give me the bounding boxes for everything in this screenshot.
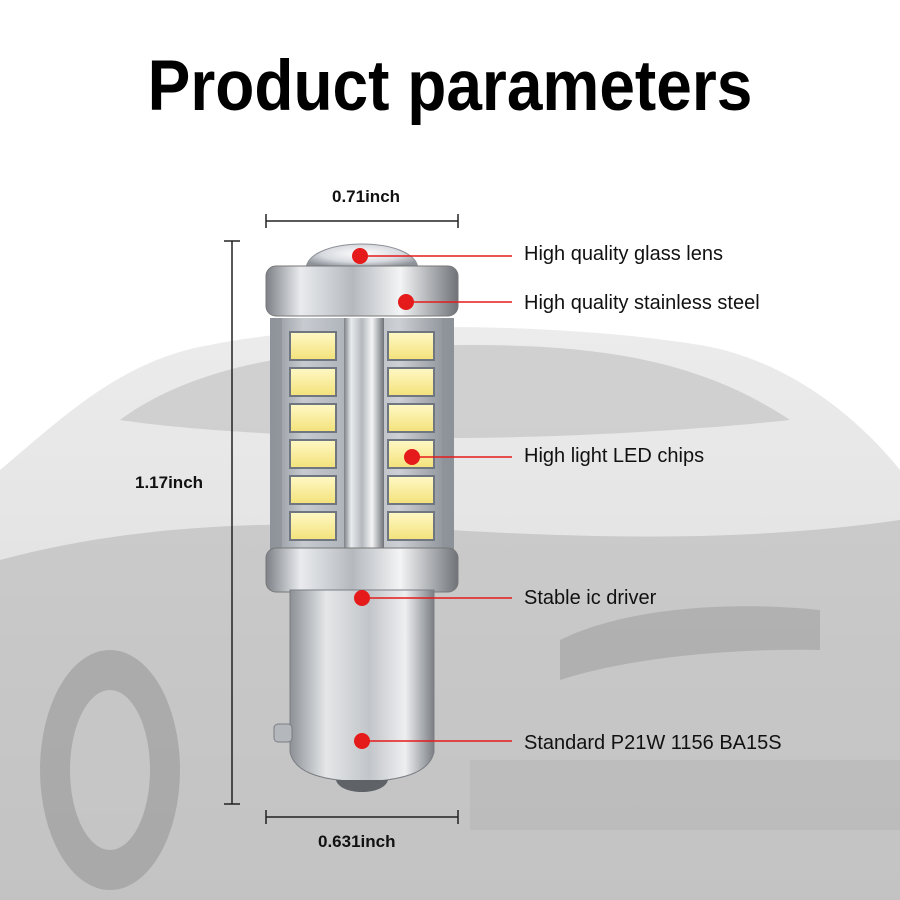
top-width-label: 0.71inch (332, 187, 401, 206)
led-chips-right (387, 331, 435, 541)
callout-led-chips: High light LED chips (524, 445, 705, 467)
height-label: 1.17inch (135, 473, 204, 492)
page-title: Product parameters (147, 45, 753, 126)
callout-stainless-steel: High quality stainless steel (524, 292, 760, 314)
callout-base-standard: Standard P21W 1156 BA15S (524, 732, 782, 754)
led-chips-left (289, 331, 337, 541)
callout-glass-lens: High quality glass lens (524, 243, 723, 265)
base-width-label: 0.631inch (318, 832, 396, 851)
callout-ic-driver: Stable ic driver (524, 587, 657, 609)
